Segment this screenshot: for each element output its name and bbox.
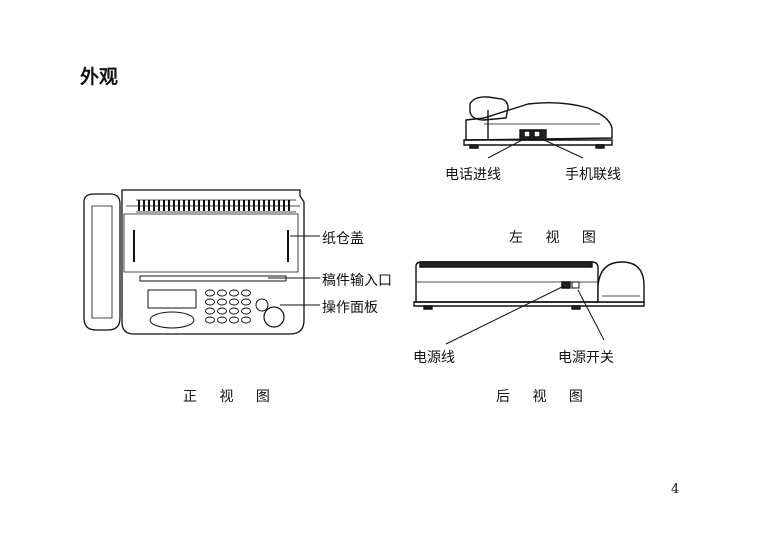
page-number: 4 xyxy=(671,482,680,497)
left-view-caption: 左 视 图 xyxy=(509,230,605,246)
power-switch-label: 电源开关 xyxy=(558,350,614,366)
paper-cover-label: 纸仓盖 xyxy=(322,231,364,247)
front-view-caption: 正 视 图 xyxy=(183,389,279,405)
page-title: 外观 xyxy=(80,66,119,88)
handset-cord-label: 手机联线 xyxy=(565,167,621,183)
control-panel-label: 操作面板 xyxy=(322,300,378,316)
phone-line-label: 电话进线 xyxy=(445,167,501,183)
rear-view-caption: 后 视 图 xyxy=(496,389,592,405)
document-inlet-label: 稿件输入口 xyxy=(322,273,392,289)
power-cord-label: 电源线 xyxy=(413,350,455,366)
